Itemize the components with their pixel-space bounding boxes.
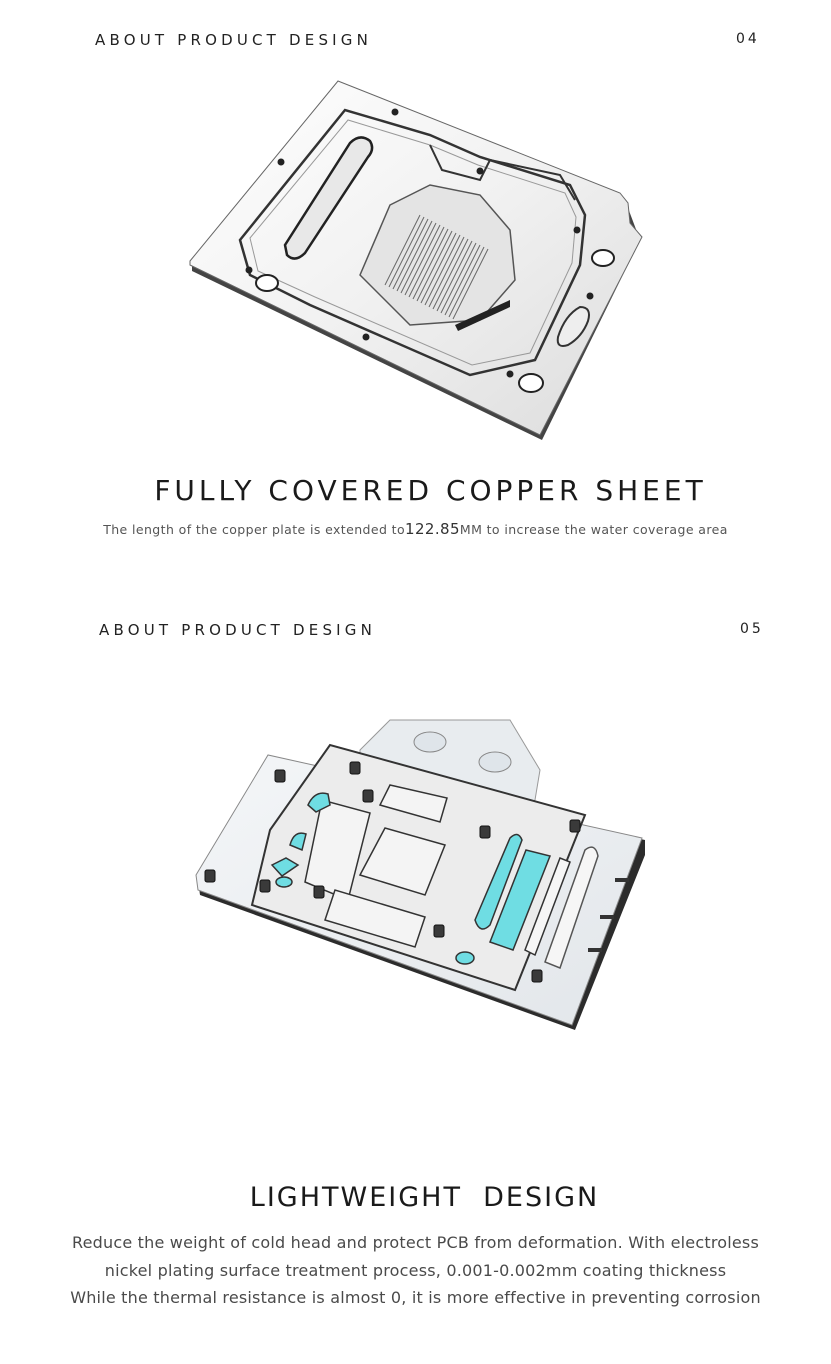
description-line-2: nickel plating surface treatment process… [104, 1260, 727, 1280]
description-line-1: Reduce the weight of cold head and prote… [71, 1233, 759, 1252]
standoffs [204, 761, 581, 983]
copper-plate-illustration [189, 80, 643, 440]
description-text-start: The length of the copper plate is extend… [103, 522, 405, 537]
description-line-3: While the thermal resistance is almost 0… [70, 1288, 761, 1307]
section-number: 04 [736, 31, 760, 47]
length-value: 122.85 [405, 520, 460, 538]
fin-array [384, 214, 489, 320]
mounting-holes [255, 249, 615, 393]
section-description: The length of the copper plate is extend… [0, 520, 831, 538]
description-text-end: MM to increase the water coverage area [459, 522, 728, 537]
section-number: 05 [740, 621, 764, 637]
section-heading: LIGHTWEIGHT DESIGN [249, 1182, 600, 1213]
section-label: ABOUT PRODUCT DESIGN [95, 31, 373, 49]
thermal-pads [270, 792, 552, 965]
section-label: ABOUT PRODUCT DESIGN [99, 621, 377, 639]
section-description: Reduce the weight of cold head and prote… [0, 1229, 831, 1312]
acrylic-waterblock-illustration [195, 719, 645, 1030]
section-heading: FULLY COVERED COPPER SHEET [154, 474, 707, 507]
